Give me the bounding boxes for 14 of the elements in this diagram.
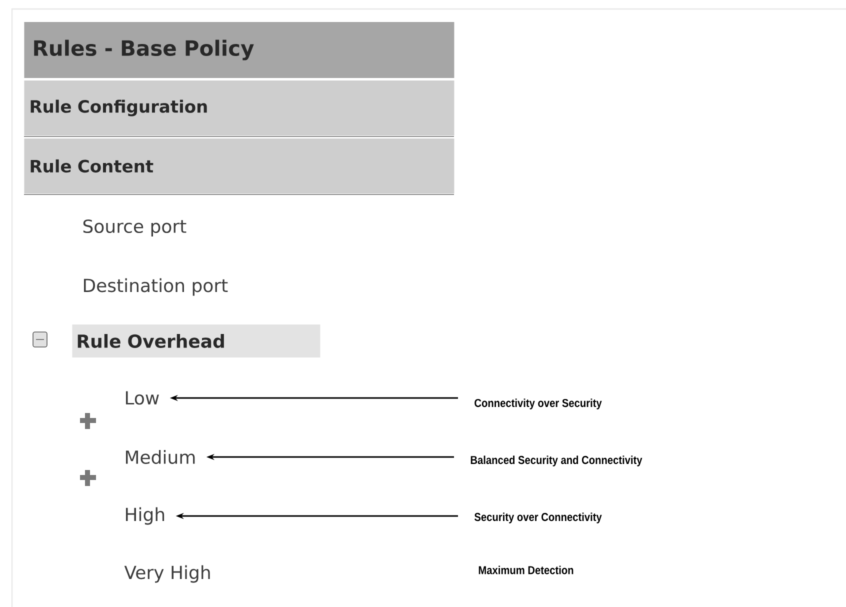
section-heading: Rule Overhead bbox=[72, 324, 320, 358]
list-item: Low bbox=[126, 391, 159, 405]
list-item: Source port bbox=[83, 219, 186, 237]
annotation-text: Security over Connectivity bbox=[474, 512, 602, 524]
annotation-text: Balanced Security and Connectivity bbox=[470, 456, 642, 466]
list-item: Very High bbox=[124, 565, 210, 583]
list-item: Destination port bbox=[84, 278, 228, 296]
list-item: Medium bbox=[126, 450, 195, 464]
header-bar: Rules - Base Policy bbox=[24, 22, 454, 78]
section-bar: Rule Configuration bbox=[24, 80, 454, 136]
list-item: High bbox=[126, 507, 164, 525]
annotation-text: Maximum Detection bbox=[478, 566, 574, 574]
annotation-text: Connectivity over Security bbox=[474, 398, 602, 410]
section-bar: Rule Content bbox=[24, 138, 454, 194]
